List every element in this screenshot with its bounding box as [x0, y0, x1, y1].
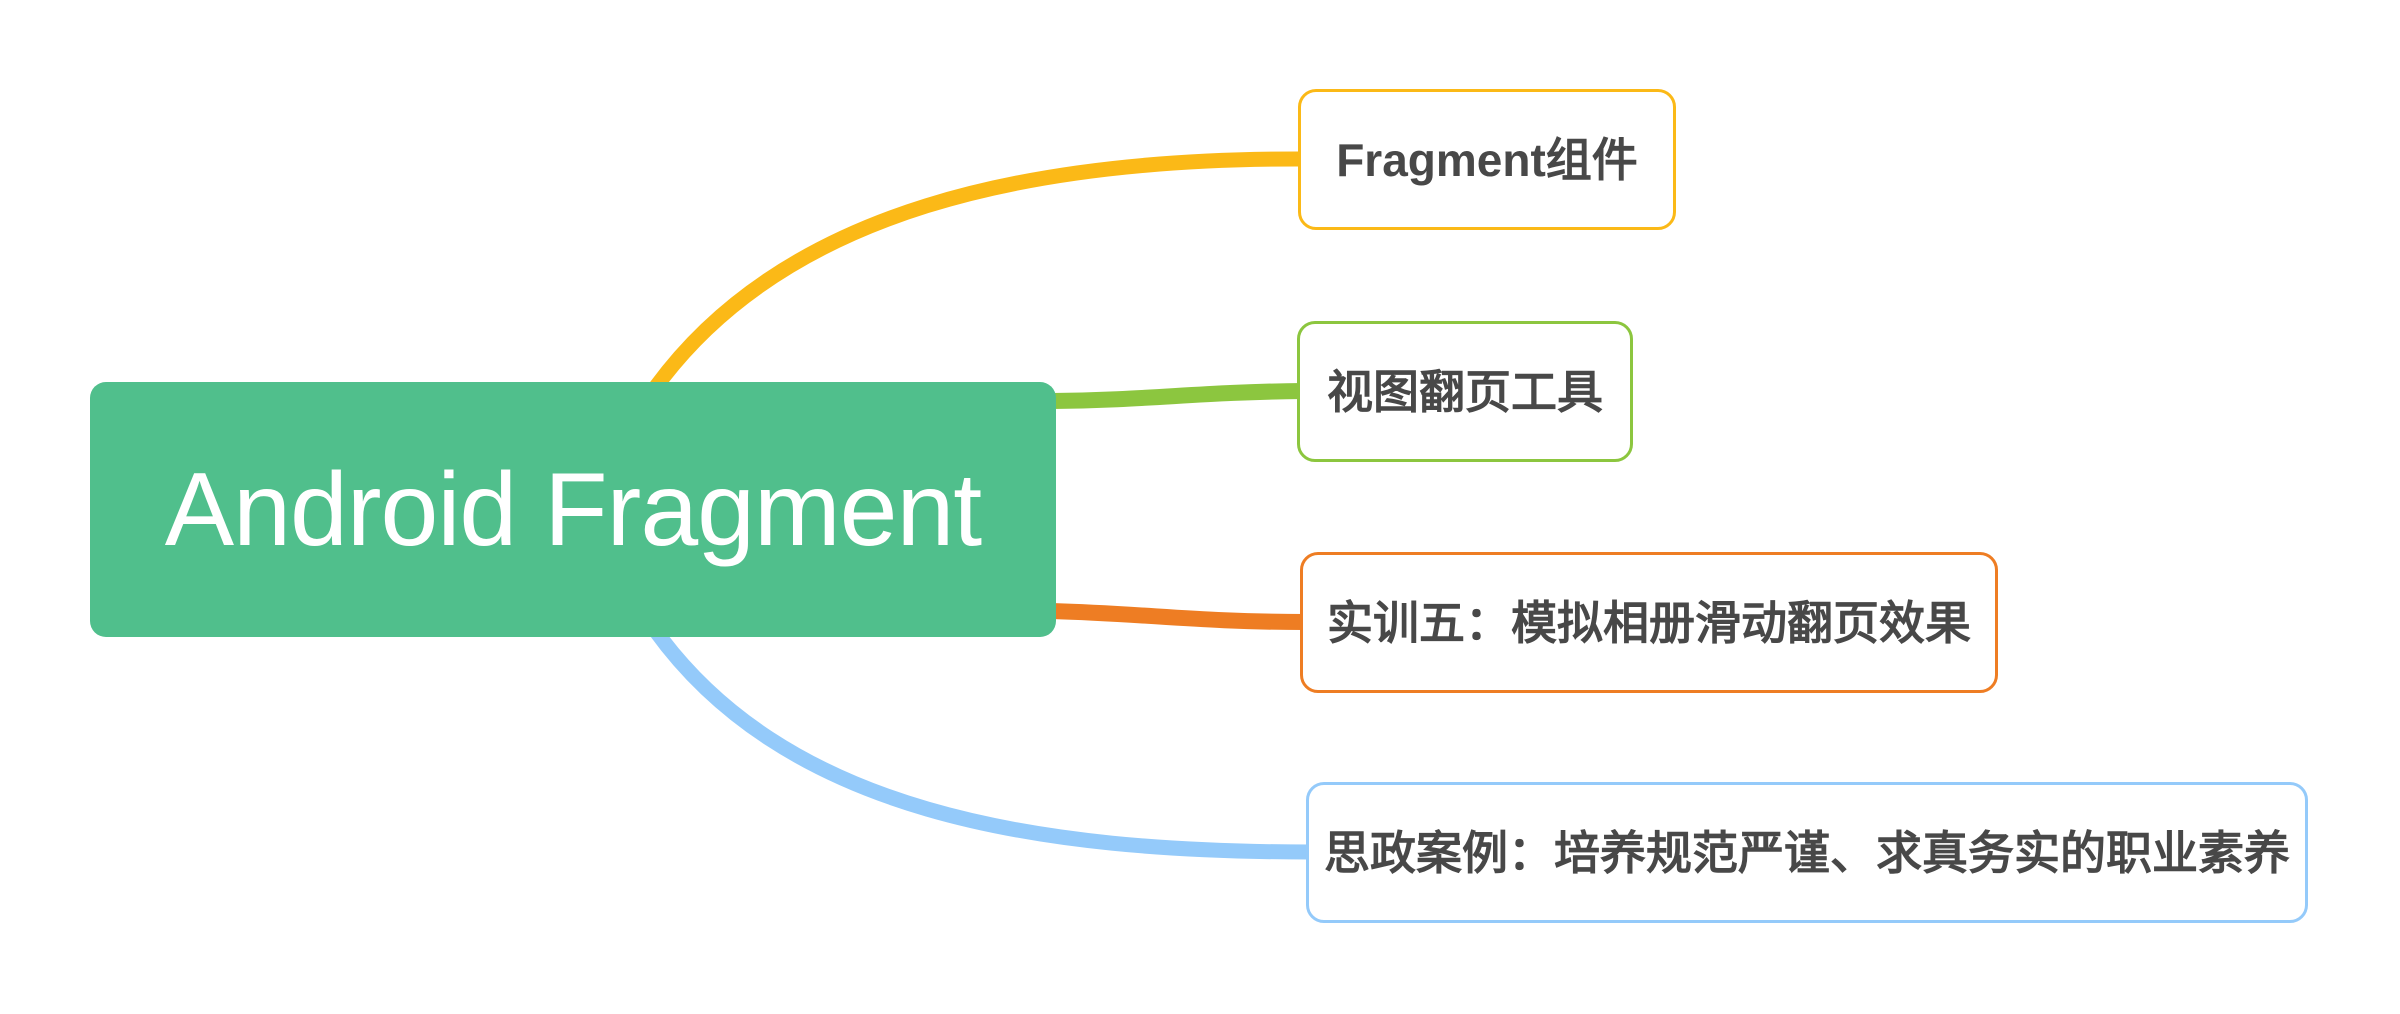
branch-node-view-pager-tool[interactable]: 视图翻页工具 — [1297, 321, 1633, 462]
branch-node-label: 思政案例：培养规范严谨、求真务实的职业素养 — [1324, 826, 2290, 879]
branch-node-label: 视图翻页工具 — [1327, 365, 1603, 418]
root-node-label: Android Fragment — [164, 451, 982, 568]
branch-node-fragment-component[interactable]: Fragment组件 — [1298, 89, 1676, 230]
connector-branch-2 — [1044, 383, 1311, 409]
branch-node-ideology-case[interactable]: 思政案例：培养规范严谨、求真务实的职业素养 — [1306, 782, 2308, 923]
branch-node-practice-five[interactable]: 实训五：模拟相册滑动翻页效果 — [1300, 552, 1998, 693]
root-node[interactable]: Android Fragment — [90, 382, 1056, 637]
connector-branch-3 — [1044, 603, 1314, 630]
connector-branch-4 — [640, 612, 1320, 860]
connector-branch-1 — [640, 151, 1313, 406]
branch-node-label: 实训五：模拟相册滑动翻页效果 — [1327, 596, 1971, 649]
branch-node-label: Fragment组件 — [1336, 133, 1638, 186]
